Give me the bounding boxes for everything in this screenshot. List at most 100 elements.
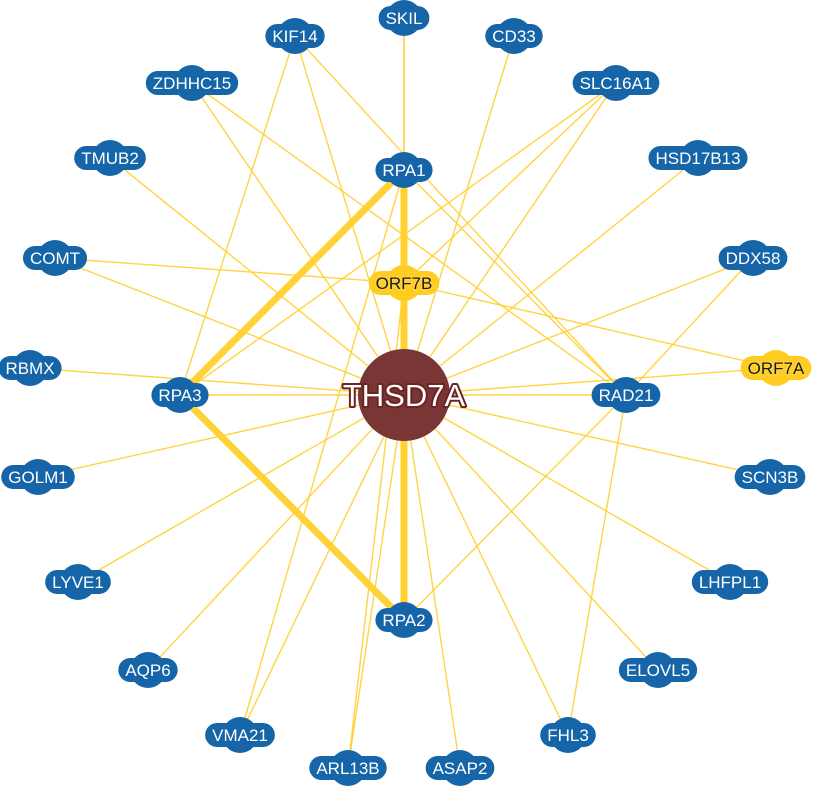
node-shape <box>618 658 698 682</box>
node-shape <box>740 356 812 380</box>
node-shape <box>368 271 440 295</box>
edge-rpa2-rad21 <box>403 394 627 621</box>
node-shape <box>0 356 62 380</box>
edge-thsd7a-asap2 <box>403 394 461 769</box>
edge-thsd7a-cd33 <box>403 35 515 396</box>
node-scn3b[interactable]: SCN3B <box>734 459 806 495</box>
node-asap2[interactable]: ASAP2 <box>425 750 495 786</box>
center-node-circle <box>358 349 450 441</box>
node-label: KIF14 <box>272 27 317 46</box>
node-elovl5[interactable]: ELOVL5 <box>618 652 698 688</box>
edge-rad21-ddx58 <box>625 257 754 396</box>
node-label: ASAP2 <box>433 759 488 778</box>
node-shape <box>151 383 209 407</box>
node-shape <box>540 723 596 747</box>
node-label: ORF7A <box>748 359 805 378</box>
node-label: DDX58 <box>726 249 781 268</box>
node-shape <box>22 246 88 270</box>
node-label: ORF7B <box>376 274 433 293</box>
node-ddx58[interactable]: DDX58 <box>718 240 788 276</box>
node-shape <box>734 465 806 489</box>
node-label: VMA21 <box>212 726 268 745</box>
node-shape <box>425 756 495 780</box>
node-label: LYVE1 <box>52 573 104 592</box>
node-zdhhc15[interactable]: ZDHHC15 <box>145 65 239 101</box>
node-shape <box>485 24 543 48</box>
node-rad21[interactable]: RAD21 <box>591 377 661 413</box>
edge-rpa3-slc16a1 <box>179 82 617 396</box>
node-label: AQP6 <box>125 661 170 680</box>
node-aqp6[interactable]: AQP6 <box>118 652 178 688</box>
edge-orf7b-orf7a <box>403 282 777 369</box>
node-thsd7a-center[interactable]: THSD7A <box>341 349 467 441</box>
node-label: SLC16A1 <box>580 74 653 93</box>
node-label: RBMX <box>5 359 54 378</box>
node-lyve1[interactable]: LYVE1 <box>45 564 111 600</box>
edge-thsd7a-hsd17b13 <box>403 157 699 396</box>
node-label: HSD17B13 <box>655 149 740 168</box>
edge-thsd7a-fhl3 <box>403 394 569 736</box>
edge-orf7b-slc16a1 <box>403 82 617 284</box>
node-label: SCN3B <box>742 468 799 487</box>
node-label: RPA3 <box>158 386 201 405</box>
edge-rpa3-rpa2 <box>176 391 408 624</box>
node-shape <box>375 608 433 632</box>
node-shape <box>118 658 178 682</box>
edge-thsd7a-zdhhc15 <box>191 82 405 396</box>
node-label: FHL3 <box>547 726 589 745</box>
node-tmub2[interactable]: TMUB2 <box>74 140 146 176</box>
node-hsd17b13[interactable]: HSD17B13 <box>648 140 748 176</box>
edge-rpa1-rpa3 <box>176 166 408 399</box>
node-label: ARL13B <box>316 759 379 778</box>
node-shape <box>1 465 75 489</box>
node-shape <box>145 71 239 95</box>
node-fhl3[interactable]: FHL3 <box>540 717 596 753</box>
edge-thsd7a-slc16a1 <box>403 82 617 396</box>
node-shape <box>45 570 111 594</box>
node-shape <box>74 146 146 170</box>
edge-rad21-zdhhc15 <box>191 82 627 396</box>
edge-thsd7a-ddx58 <box>403 257 754 396</box>
node-label: COMT <box>30 249 80 268</box>
node-label: SKIL <box>386 9 423 28</box>
node-vma21[interactable]: VMA21 <box>205 717 275 753</box>
edge-thsd7a-kif14 <box>294 35 405 396</box>
node-orf7a[interactable]: ORF7A <box>740 350 812 386</box>
node-rbmx[interactable]: RBMX <box>0 350 62 386</box>
edge-rad21-kif14 <box>294 35 627 396</box>
edge-thsd7a-rbmx <box>29 367 405 396</box>
edge-rpa1-vma21 <box>239 169 405 736</box>
node-shape <box>375 158 433 182</box>
node-rpa3[interactable]: RPA3 <box>151 377 209 413</box>
node-lhfpl1[interactable]: LHFPL1 <box>691 564 769 600</box>
node-shape <box>205 723 275 747</box>
edge-rpa3-kif14 <box>179 35 296 396</box>
node-cd33[interactable]: CD33 <box>485 18 543 54</box>
edge-thsd7a-lhfpl1 <box>403 394 731 583</box>
node-label: ELOVL5 <box>626 661 690 680</box>
edge-thsd7a-tmub2 <box>109 157 405 396</box>
node-shape <box>648 146 748 170</box>
node-arl13b[interactable]: ARL13B <box>309 750 387 786</box>
center-node-label: THSD7A <box>343 378 466 413</box>
node-label: RPA1 <box>382 161 425 180</box>
node-golm1[interactable]: GOLM1 <box>1 459 75 495</box>
node-shape <box>591 383 661 407</box>
node-skil[interactable]: SKIL <box>378 0 430 36</box>
node-label: ZDHHC15 <box>153 74 231 93</box>
node-orf7b[interactable]: ORF7B <box>368 265 440 301</box>
node-shape <box>265 24 325 48</box>
node-rpa1[interactable]: RPA1 <box>375 152 433 188</box>
node-shape <box>718 246 788 270</box>
edge-thsd7a-scn3b <box>403 394 771 478</box>
edge-thsd7a-aqp6 <box>147 394 405 671</box>
node-label: TMUB2 <box>81 149 139 168</box>
node-rpa2[interactable]: RPA2 <box>375 602 433 638</box>
node-kif14[interactable]: KIF14 <box>265 18 325 54</box>
node-comt[interactable]: COMT <box>22 240 88 276</box>
node-label: RPA2 <box>382 611 425 630</box>
node-slc16a1[interactable]: SLC16A1 <box>572 65 660 101</box>
node-label: GOLM1 <box>8 468 68 487</box>
edge-thsd7a-vma21 <box>239 394 405 736</box>
